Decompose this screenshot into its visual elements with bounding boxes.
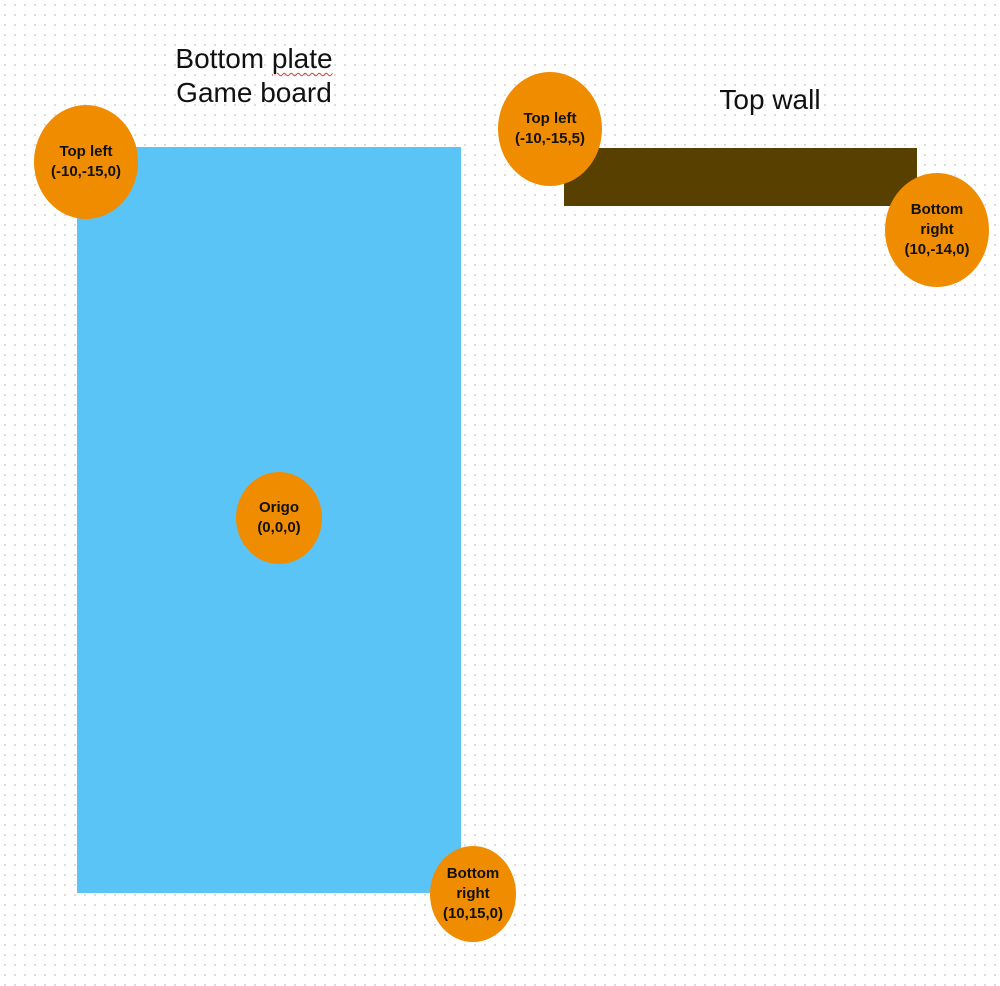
marker-coords: (-10,-15,5) <box>514 130 586 147</box>
top-wall-top-left-marker: Top left (-10,-15,5) <box>498 72 602 186</box>
marker-label-line2: right <box>456 885 490 902</box>
bottom-plate-bottom-right-marker: Bottom right (10,15,0) <box>430 846 516 942</box>
bottom-plate-title: Bottom plate Game board <box>154 42 354 110</box>
bottom-plate-title-line2: Game board <box>176 77 332 108</box>
marker-coords: (10,15,0) <box>442 905 504 922</box>
marker-label-line1: Bottom <box>446 865 500 882</box>
marker-label-line1: Bottom <box>910 201 964 218</box>
marker-coords: (10,-14,0) <box>904 241 970 258</box>
marker-label: Top left <box>59 143 113 160</box>
top-wall-title: Top wall <box>719 84 821 115</box>
marker-coords: (0,0,0) <box>257 519 301 536</box>
bottom-plate-title-word1: Bottom <box>175 43 265 74</box>
top-wall-bottom-right-marker: Bottom right (10,-14,0) <box>885 173 989 287</box>
marker-coords: (-10,-15,0) <box>50 163 122 180</box>
marker-label: Origo <box>259 499 299 516</box>
bottom-plate-title-line1: Bottom plate <box>154 42 354 76</box>
origin-marker: Origo (0,0,0) <box>236 472 322 564</box>
top-wall-rectangle <box>564 148 917 206</box>
marker-label: Top left <box>523 110 577 127</box>
bottom-plate-title-word2: plate <box>271 43 333 74</box>
marker-label-line2: right <box>920 221 954 238</box>
bottom-plate-top-left-marker: Top left (-10,-15,0) <box>34 105 138 219</box>
